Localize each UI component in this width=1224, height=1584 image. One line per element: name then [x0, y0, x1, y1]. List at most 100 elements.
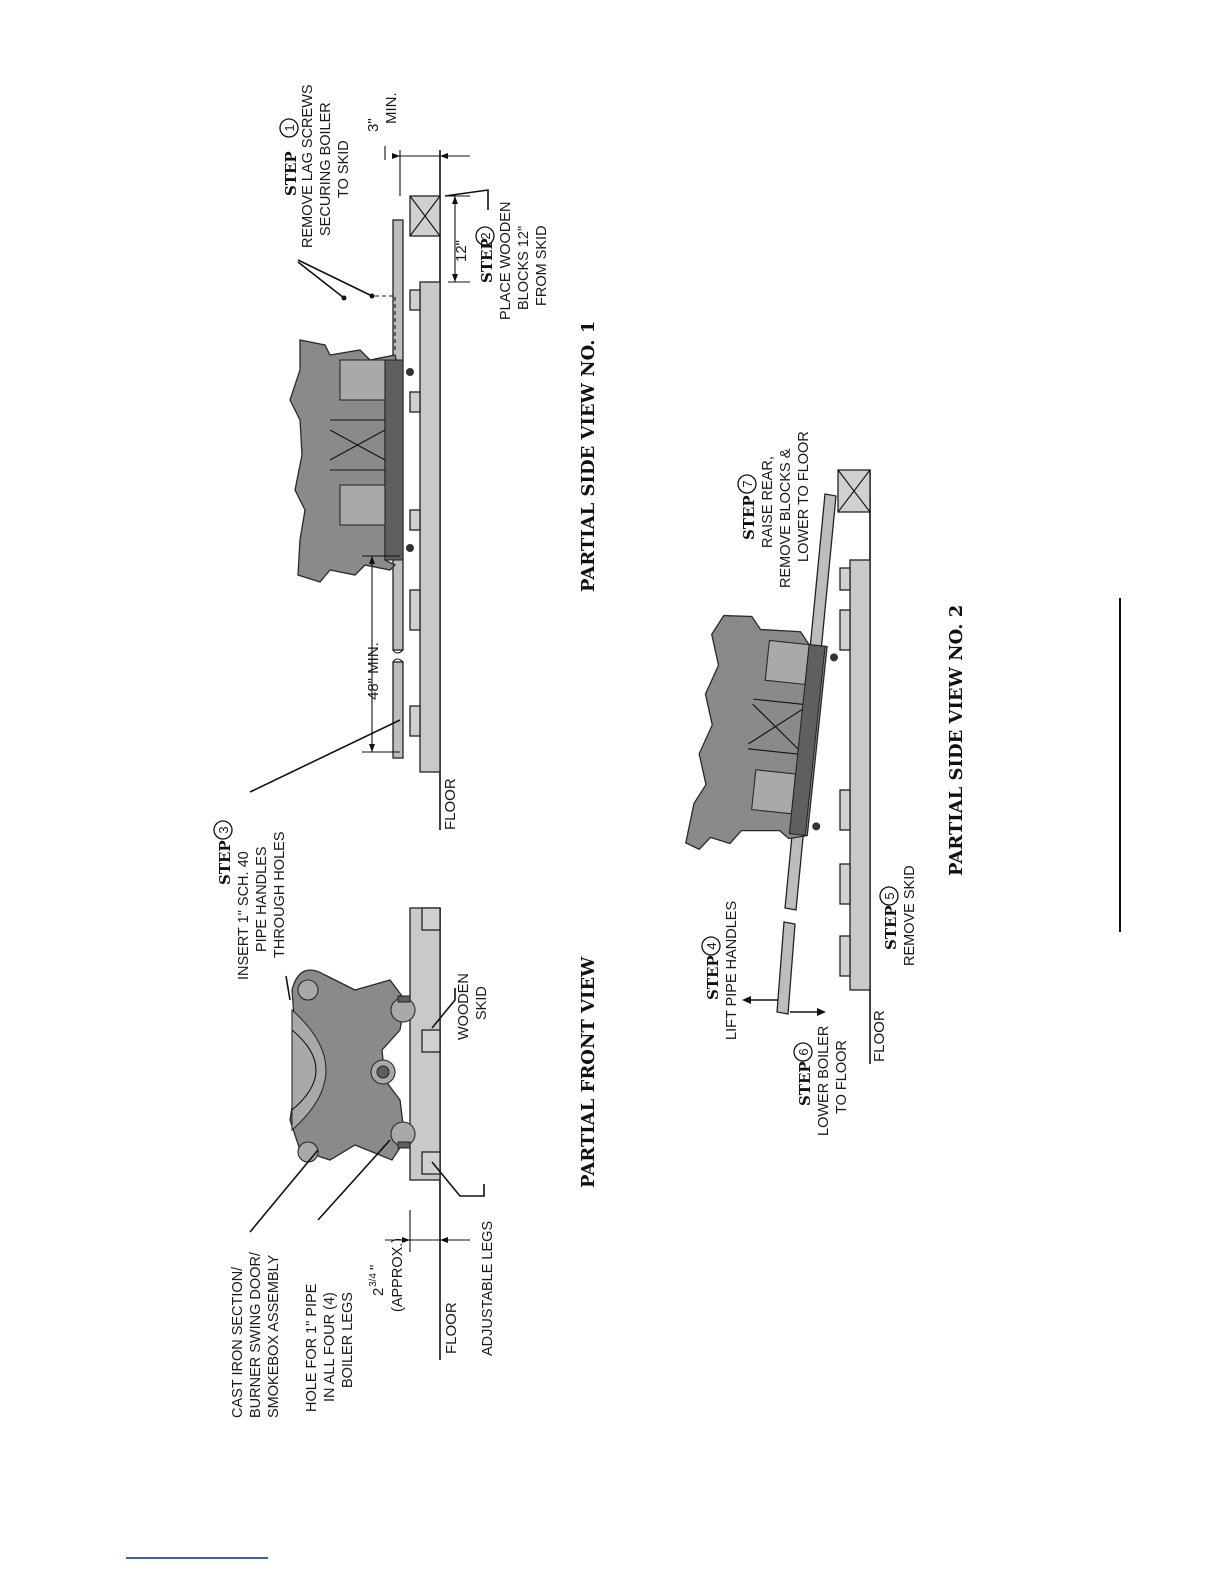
- wooden-block-side2-cross: [837, 469, 871, 513]
- step3-leader-side: [249, 719, 401, 793]
- step2-leader: [444, 189, 489, 210]
- skid-runner-side2: [839, 935, 851, 977]
- adjustable-legs-leader: [431, 1161, 485, 1197]
- step1-line2: SECURING BOILER: [318, 102, 334, 236]
- skid-runner: [409, 391, 421, 413]
- step2-callout: STEP 2 PLACE WOODEN BLOCKS 12" FROM SKID: [475, 202, 550, 320]
- step5-number: 5: [882, 892, 897, 899]
- dimension-approx: 2 3/4 " (APPROX.): [367, 1238, 406, 1312]
- partial-side-view-1: 48" MIN. 12" 3" MIN. FLOOR STEP 1 REMOVE…: [279, 84, 599, 830]
- skid-runner-side2: [839, 863, 851, 905]
- step7-word: STEP: [740, 495, 758, 540]
- dim-3-min-label: MIN.: [383, 92, 400, 124]
- step3-line3: THROUGH HOLES: [272, 832, 288, 959]
- step4-callout: STEP 4 LIFT PIPE HANDLES: [701, 901, 740, 1040]
- hole-label-1: HOLE FOR 1" PIPE: [304, 1283, 320, 1412]
- skid-runner-front: [421, 1029, 441, 1053]
- side-view-1-title: PARTIAL SIDE VIEW NO. 1: [578, 321, 599, 592]
- wooden-skid-label-1: WOODEN: [456, 973, 472, 1040]
- dim-approx-unit: ": [367, 1265, 384, 1270]
- skid-runner: [409, 705, 421, 737]
- boiler-body-side1: [289, 339, 414, 583]
- step2-line1: PLACE WOODEN: [498, 202, 514, 320]
- skid-runner-front: [421, 907, 441, 931]
- boiler-body-side2: [685, 614, 839, 851]
- partial-side-view-2: FLOOR STEP 4 LIFT PIPE HANDLES STEP 5 RE…: [685, 431, 967, 1136]
- dim-approx-fraction: 3/4: [368, 1273, 379, 1287]
- step7-circle: [737, 474, 757, 494]
- step2-number: 2: [478, 232, 493, 239]
- wooden-skid-leader: [431, 988, 456, 1029]
- step5-callout: STEP 5 REMOVE SKID: [879, 865, 918, 966]
- removed-skid-side2: [849, 559, 871, 991]
- dim-approx-label: (APPROX.): [390, 1238, 406, 1312]
- cast-iron-leader: [249, 1149, 319, 1233]
- step3-line2: PIPE HANDLES: [254, 846, 270, 952]
- step6-line2: TO FLOOR: [834, 1040, 850, 1114]
- cast-iron-label-3: SMOKEBOX ASSEMBLY: [266, 1254, 282, 1418]
- step2-line3: FROM SKID: [534, 225, 550, 306]
- skid-runner: [409, 509, 421, 531]
- step3-circle: [213, 820, 233, 840]
- skid-runner-front: [421, 1151, 441, 1175]
- wooden-block-cross: [409, 195, 441, 237]
- step6-callout: STEP 6 LOWER BOILER TO FLOOR: [793, 1026, 850, 1136]
- step3-word: STEP: [216, 840, 234, 885]
- adjustable-legs-label: ADJUSTABLE LEGS: [480, 1221, 496, 1356]
- step7-line2: REMOVE BLOCKS &: [778, 448, 794, 588]
- floor-label-front: FLOOR: [443, 1302, 460, 1354]
- front-view-title: PARTIAL FRONT VIEW: [578, 956, 599, 1188]
- hole-label-2: IN ALL FOUR (4): [322, 1292, 338, 1402]
- cast-iron-label-1: CAST IRON SECTION/: [230, 1266, 246, 1418]
- step1-circle: [279, 118, 299, 138]
- dim-approx-whole: 2: [370, 1288, 387, 1296]
- step2-circle: [475, 226, 495, 246]
- pipe-break-symbol: [392, 649, 404, 663]
- wooden-skid-label-2: SKID: [474, 986, 490, 1020]
- skid-runner-side2: [839, 789, 851, 831]
- step3-leader: [285, 975, 291, 1001]
- step6-number: 6: [796, 1048, 811, 1055]
- step4-word: STEP: [704, 955, 722, 1000]
- step5-word: STEP: [882, 905, 900, 950]
- step4-number: 4: [704, 942, 719, 949]
- lag-screw-hidden-line: [375, 295, 396, 350]
- step1-word: STEP: [282, 151, 300, 196]
- skid-runner-side2: [839, 609, 851, 651]
- side-view-2-title: PARTIAL SIDE VIEW NO. 2: [946, 605, 967, 876]
- dim-3-label: 3": [365, 118, 382, 132]
- step5-circle: [879, 886, 899, 906]
- step6-circle: [793, 1042, 813, 1062]
- step1-number: 1: [282, 124, 297, 131]
- skid-runner-side2: [839, 567, 851, 591]
- step1-line1: REMOVE LAG SCREWS: [300, 84, 316, 248]
- step3-number: 3: [216, 826, 231, 833]
- step7-callout: STEP 7 RAISE REAR, REMOVE BLOCKS & LOWER…: [737, 431, 812, 588]
- boiler-front-section: [289, 969, 416, 1163]
- step5-line1: REMOVE SKID: [902, 865, 918, 966]
- floor-label-side2: FLOOR: [871, 1010, 888, 1062]
- step3-callout: STEP 3 INSERT 1" SCH. 40 PIPE HANDLES TH…: [213, 820, 288, 980]
- hole-label-3: BOILER LEGS: [340, 1292, 356, 1388]
- partial-front-view: CAST IRON SECTION/ BURNER SWING DOOR/ SM…: [213, 719, 599, 1418]
- step1-callout: STEP 1 REMOVE LAG SCREWS SECURING BOILER…: [279, 84, 352, 248]
- step7-line3: LOWER TO FLOOR: [796, 431, 812, 562]
- step6-word: STEP: [796, 1061, 814, 1106]
- step2-line2: BLOCKS 12": [516, 226, 532, 310]
- lag-screw-leader: [297, 259, 373, 299]
- pipe-handle-side1-end: [392, 661, 404, 759]
- step3-line1: INSERT 1" SCH. 40: [236, 851, 252, 980]
- step7-number: 7: [740, 480, 755, 487]
- dim-48-label: 48" MIN.: [365, 642, 382, 700]
- cast-iron-label-2: BURNER SWING DOOR/: [248, 1251, 264, 1418]
- skid-runner: [409, 289, 421, 311]
- step2-word: STEP: [478, 238, 496, 283]
- hole-leader: [317, 1139, 391, 1221]
- dim-12-label: 12": [453, 240, 470, 262]
- step7-line1: RAISE REAR,: [760, 456, 776, 548]
- step1-line3: TO SKID: [336, 140, 352, 198]
- step6-line1: LOWER BOILER: [816, 1026, 832, 1136]
- pipe-handle-side2-end: [776, 921, 796, 1015]
- floor-label-side1: FLOOR: [442, 778, 459, 830]
